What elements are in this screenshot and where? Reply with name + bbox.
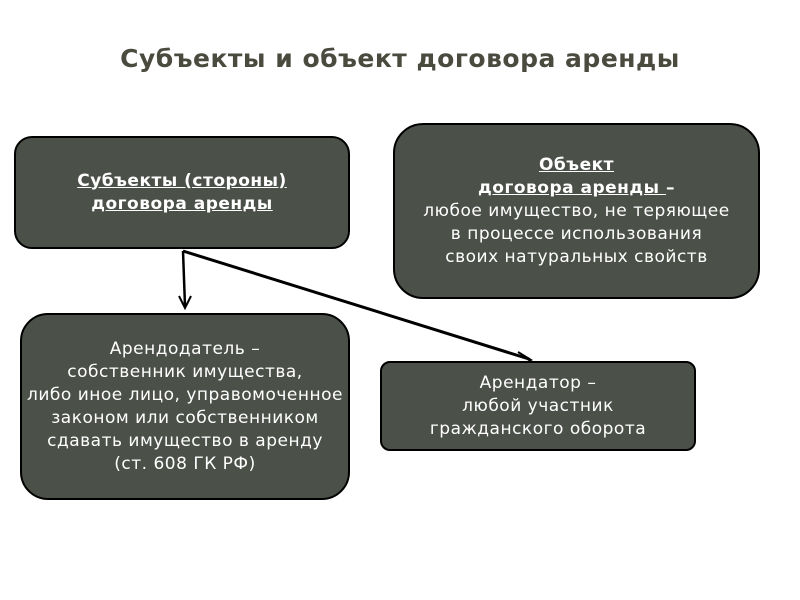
lessee-line-2: любой участник [462, 395, 614, 416]
lessee-line-1: Арендатор – [479, 372, 597, 393]
lessor-line-5: сдавать имущество в аренду [47, 430, 323, 451]
object-dash: – [665, 177, 675, 198]
object-line-2: договора аренды [478, 177, 666, 198]
page-title: Субъекты и объект договора аренды [120, 44, 680, 73]
subjects-line-1: Субъекты (стороны) [77, 170, 287, 191]
subjects-line-2: договора аренды [91, 193, 273, 214]
lessee-box: Арендатор – любой участник гражданского … [380, 361, 696, 451]
lessor-box: Арендодатель – собственник имущества, ли… [20, 313, 350, 500]
lessor-line-4: законом или собственником [51, 407, 319, 428]
lessor-line-3: либо иное лицо, управомоченное [27, 384, 343, 405]
lessor-line-2: собственник имущества, [67, 361, 303, 382]
object-line-2-wrap: договора аренды – [478, 177, 675, 200]
lessee-line-3: гражданского оборота [429, 418, 647, 439]
object-line-4: в процессе использования [450, 223, 703, 244]
object-line-3: любое имущество, не теряющее [423, 200, 730, 221]
object-line-5: своих натуральных свойств [445, 246, 708, 267]
subjects-box: Субъекты (стороны) договора аренды [14, 136, 350, 249]
object-line-1: Объект [538, 154, 615, 175]
lessor-line-1: Арендодатель – [109, 338, 261, 359]
object-box: Объект договора аренды – любое имущество… [393, 123, 760, 299]
arrow-to-lessor [178, 250, 192, 311]
lessor-line-6: (ст. 608 ГК РФ) [114, 453, 256, 474]
